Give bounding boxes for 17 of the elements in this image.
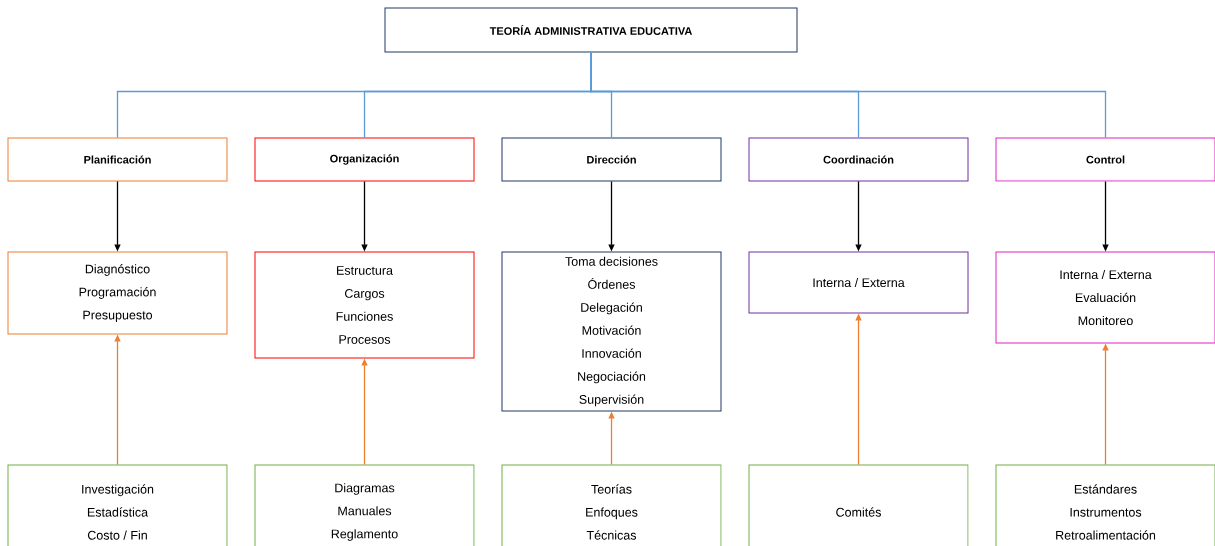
tool-box: Investigación Estadística Costo / Fin <box>7 464 228 546</box>
tool-box: Comités <box>748 464 969 546</box>
detail-box: Toma decisiones Órdenes Delegación Motivación Innovación Negociación Supervisión <box>501 251 722 412</box>
function-box: Coordinación <box>748 137 969 182</box>
tool-box: Diagramas Manuales Reglamento <box>254 464 475 546</box>
detail-box: Interna / Externa <box>748 251 969 314</box>
tool-box: Estándares Instrumentos Retroalimentación <box>995 464 1215 546</box>
detail-box: Diagnóstico Programación Presupuesto <box>7 251 228 335</box>
function-box: Planificación <box>7 137 228 182</box>
tool-box: Teorías Enfoques Técnicas <box>501 464 722 546</box>
function-box: Control <box>995 137 1215 182</box>
title-box: TEORÍA ADMINISTRATIVA EDUCATIVA <box>384 7 798 53</box>
function-box: Dirección <box>501 137 722 182</box>
connector-line <box>590 51 1107 139</box>
detail-box: Interna / Externa Evaluación Monitoreo <box>995 251 1215 344</box>
detail-box: Estructura Cargos Funciones Procesos <box>254 251 475 359</box>
function-box: Organización <box>254 137 475 182</box>
